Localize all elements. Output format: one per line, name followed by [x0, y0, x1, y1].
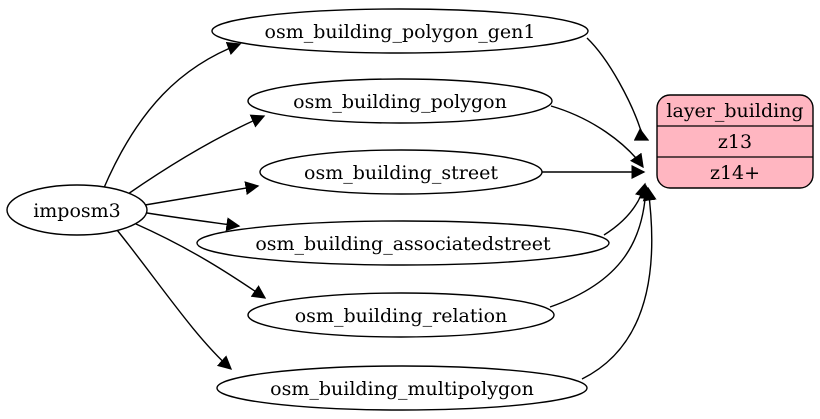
node-osm-building-multipolygon: osm_building_multipolygon [216, 365, 588, 411]
edge-imposm3-to-street [144, 181, 260, 206]
node-osm-building-relation: osm_building_relation [247, 292, 555, 338]
node-osm-building-polygon-gen1-label: osm_building_polygon_gen1 [265, 21, 536, 43]
edges-tables-to-layer [542, 37, 657, 380]
edge-imposm3-to-multipolygon [116, 229, 233, 370]
edge-imposm3-to-polygon [127, 114, 266, 195]
node-osm-building-polygon-label: osm_building_polygon [293, 91, 507, 113]
node-layer-building: layer_building z13 z14+ [656, 94, 814, 189]
node-osm-building-associatedstreet-shape [196, 220, 610, 266]
node-osm-building-associatedstreet-label: osm_building_associatedstreet [255, 233, 551, 255]
edge-multipolygon-to-z14 [581, 186, 657, 380]
node-osm-building-multipolygon-shape [216, 365, 588, 411]
layer-building-row-z14: z14+ [710, 162, 760, 184]
edge-polygon-gen1-to-z13 [586, 37, 650, 141]
edges-source-to-tables [102, 41, 267, 370]
edge-imposm3-to-associatedstreet [146, 212, 241, 232]
node-osm-building-associatedstreet: osm_building_associatedstreet [196, 220, 610, 266]
node-osm-building-street-shape [259, 149, 543, 195]
node-imposm3-shape [6, 184, 148, 236]
node-osm-building-polygon: osm_building_polygon [247, 78, 553, 124]
edge-imposm3-to-relation [135, 223, 267, 299]
layer-building-row-z13: z13 [718, 131, 752, 153]
node-osm-building-relation-label: osm_building_relation [295, 305, 508, 327]
node-osm-building-polygon-gen1-shape [211, 8, 589, 54]
edge-imposm3-to-polygon-gen1 [102, 41, 242, 191]
edge-polygon-to-z14 [550, 105, 644, 169]
node-imposm3-label: imposm3 [33, 200, 121, 222]
node-osm-building-relation-shape [247, 292, 555, 338]
node-osm-building-multipolygon-label: osm_building_multipolygon [270, 378, 534, 400]
node-osm-building-street-label: osm_building_street [304, 162, 498, 184]
node-osm-building-street: osm_building_street [259, 149, 543, 195]
node-osm-building-polygon-gen1: osm_building_polygon_gen1 [211, 8, 589, 54]
layer-building-title: layer_building [666, 100, 803, 122]
edge-relation-to-z14 [549, 184, 653, 308]
node-imposm3: imposm3 [6, 184, 148, 236]
node-layer-building-shape [656, 94, 814, 189]
node-osm-building-polygon-shape [247, 78, 553, 124]
